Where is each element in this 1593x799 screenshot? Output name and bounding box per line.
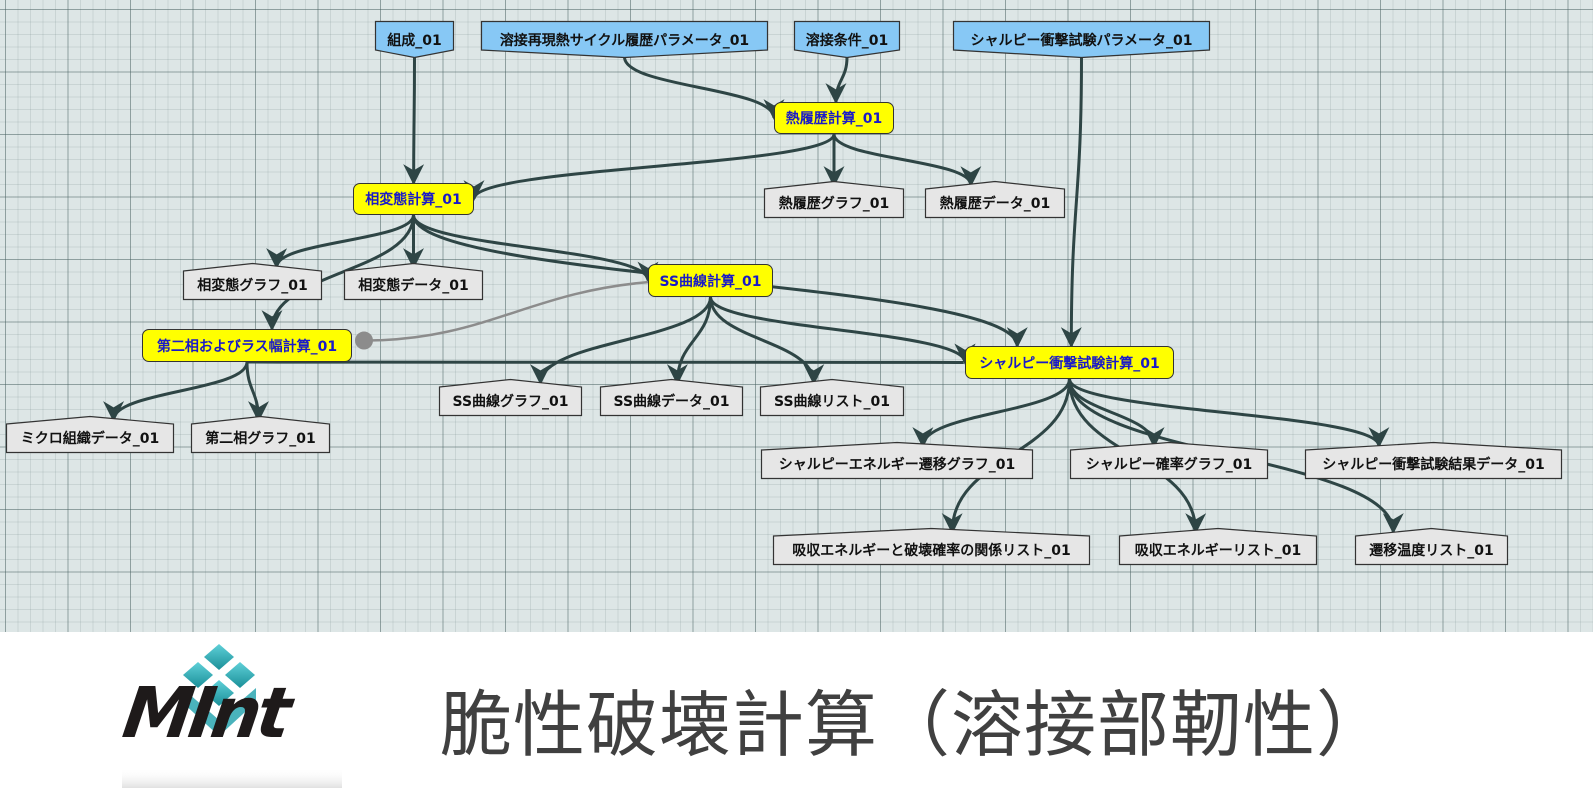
node-label: 熱履歴グラフ_01 bbox=[778, 195, 890, 212]
node-label: 相変態グラフ_01 bbox=[197, 277, 308, 294]
output-node-absorbed-energy-fracture-probability-list[interactable]: 吸収エネルギーと破壊確率の関係リスト_01 bbox=[772, 527, 1091, 566]
edge-weld_cond-to-heat_calc[interactable] bbox=[825, 56, 849, 105]
node-label: 吸収エネルギーと破壊確率の関係リスト_01 bbox=[792, 542, 1071, 559]
input-node-charpy-params[interactable]: シャルピー衝撃試験パラメータ_01 bbox=[952, 20, 1211, 59]
node-label: SS曲線データ_01 bbox=[613, 393, 730, 410]
edge-ss_calc-to-ss_list[interactable] bbox=[709, 296, 825, 386]
output-shape bbox=[1118, 527, 1318, 566]
output-shape bbox=[772, 527, 1091, 566]
output-node-charpy-energy-transition-graph[interactable]: シャルピーエネルギー遷移グラフ_01 bbox=[760, 441, 1034, 480]
process-node-charpy-impact-test-calc[interactable]: シャルピー衝撃試験計算_01 bbox=[965, 346, 1174, 379]
process-node-heat-history-calc[interactable]: 熱履歴計算_01 bbox=[774, 102, 894, 134]
output-node-phase-data[interactable]: 相変態データ_01 bbox=[343, 262, 484, 301]
edge-second_calc-to-micro_data[interactable] bbox=[103, 361, 249, 423]
output-shape bbox=[1069, 441, 1269, 480]
output-node-phase-graph[interactable]: 相変態グラフ_01 bbox=[182, 262, 323, 301]
node-label: 組成_01 bbox=[387, 32, 442, 49]
output-shape bbox=[1304, 441, 1563, 480]
node-label: 熱履歴データ_01 bbox=[939, 195, 1051, 212]
edge-phase_calc-to-ss_calc[interactable] bbox=[412, 214, 659, 283]
node-label: 遷移温度リスト_01 bbox=[1369, 542, 1494, 559]
node-label: シャルピー衝撃試験パラメータ_01 bbox=[970, 32, 1193, 49]
input-shape bbox=[480, 20, 769, 59]
edge-layer bbox=[103, 56, 1404, 535]
output-node-heat-history-graph[interactable]: 熱履歴グラフ_01 bbox=[763, 180, 905, 219]
output-shape bbox=[760, 441, 1034, 480]
edge-second_calc-to-second_graph[interactable] bbox=[245, 361, 269, 423]
node-label: 熱履歴計算_01 bbox=[785, 111, 883, 127]
input-shape bbox=[793, 20, 901, 59]
edge-charpy_calc-to-charpy_result[interactable] bbox=[1068, 378, 1390, 449]
edge-charpy_param-to-charpy_calc[interactable] bbox=[1060, 56, 1083, 349]
node-label: SS曲線グラフ_01 bbox=[452, 393, 569, 410]
node-label: ミクロ組織データ_01 bbox=[20, 430, 160, 447]
node-label: 吸収エネルギーリスト_01 bbox=[1134, 542, 1302, 559]
output-shape bbox=[759, 378, 905, 417]
output-node-ss-curve-data[interactable]: SS曲線データ_01 bbox=[599, 378, 744, 417]
workflow-canvas[interactable]: 組成_01 溶接再現熱サイクル履歴パラメータ_01 溶接条件_01 シャルピー衝… bbox=[0, 0, 1593, 632]
output-shape bbox=[5, 415, 175, 454]
node-label: 溶接再現熱サイクル履歴パラメータ_01 bbox=[499, 32, 750, 49]
output-shape bbox=[599, 378, 744, 417]
output-node-heat-history-data[interactable]: 熱履歴データ_01 bbox=[924, 180, 1066, 219]
input-shape bbox=[952, 20, 1211, 59]
node-label: 溶接条件_01 bbox=[805, 32, 889, 49]
edge-ss_calc-to-ss_data[interactable] bbox=[666, 296, 712, 386]
input-shape bbox=[374, 20, 455, 59]
output-node-charpy-probability-graph[interactable]: シャルピー確率グラフ_01 bbox=[1069, 441, 1269, 480]
edge-charpy_calc-to-charpy_energy_graph[interactable] bbox=[912, 378, 1071, 449]
page-title: 脆性破壊計算（溶接部靭性） bbox=[440, 683, 1390, 767]
edge-comp-to-phase_calc[interactable] bbox=[403, 56, 425, 186]
output-shape bbox=[438, 378, 583, 417]
node-label: 相変態データ_01 bbox=[358, 277, 469, 294]
edge-ss_calc-to-second_calc[interactable] bbox=[363, 280, 649, 342]
node-label: SS曲線計算_01 bbox=[659, 273, 762, 290]
output-shape bbox=[1354, 527, 1509, 566]
edge-weld_param-to-heat_calc[interactable] bbox=[623, 56, 785, 121]
node-label: 第二相およびラス幅計算_01 bbox=[156, 338, 338, 355]
node-label: 相変態計算_01 bbox=[365, 192, 462, 208]
output-node-microstructure-data[interactable]: ミクロ組織データ_01 bbox=[5, 415, 175, 454]
output-node-charpy-result-data[interactable]: シャルピー衝撃試験結果データ_01 bbox=[1304, 441, 1563, 480]
output-node-ss-curve-graph[interactable]: SS曲線グラフ_01 bbox=[438, 378, 583, 417]
output-node-absorbed-energy-list[interactable]: 吸収エネルギーリスト_01 bbox=[1118, 527, 1318, 566]
output-shape bbox=[190, 415, 331, 454]
disabled-connector-dot[interactable] bbox=[355, 331, 373, 350]
output-node-transition-temperature-list[interactable]: 遷移温度リスト_01 bbox=[1354, 527, 1509, 566]
output-node-ss-curve-list[interactable]: SS曲線リスト_01 bbox=[759, 378, 905, 417]
output-node-second-phase-graph[interactable]: 第二相グラフ_01 bbox=[190, 415, 331, 454]
node-label: 第二相グラフ_01 bbox=[205, 430, 316, 447]
node-label: シャルピーエネルギー遷移グラフ_01 bbox=[778, 456, 1016, 473]
input-node-composition[interactable]: 組成_01 bbox=[374, 20, 455, 59]
output-shape bbox=[763, 180, 905, 219]
edge-phase_calc-to-second_calc[interactable] bbox=[261, 214, 415, 332]
edge-heat_calc-to-heat_data[interactable] bbox=[832, 133, 982, 188]
edge-ss_calc-to-ss_graph[interactable] bbox=[530, 296, 712, 386]
input-node-weld-conditions[interactable]: 溶接条件_01 bbox=[793, 20, 901, 59]
input-node-weld-thermal-cycle-params[interactable]: 溶接再現熱サイクル履歴パラメータ_01 bbox=[480, 20, 769, 59]
node-label: シャルピー確率グラフ_01 bbox=[1085, 456, 1253, 473]
process-node-phase-transformation-calc[interactable]: 相変態計算_01 bbox=[353, 183, 474, 215]
logo-wordmark: MInt bbox=[118, 672, 293, 754]
output-shape bbox=[343, 262, 484, 301]
node-label: シャルピー衝撃試験結果データ_01 bbox=[1322, 456, 1545, 473]
edge-heat_calc-to-phase_calc[interactable] bbox=[463, 133, 836, 202]
mint-logo bbox=[122, 644, 342, 788]
process-node-ss-curve-calc[interactable]: SS曲線計算_01 bbox=[648, 264, 773, 297]
footer: MInt 脆性破壊計算（溶接部靭性） bbox=[0, 632, 1593, 799]
edge-second_calc-to-charpy_calc[interactable] bbox=[246, 346, 967, 367]
output-shape bbox=[182, 262, 323, 301]
node-label: シャルピー衝撃試験計算_01 bbox=[979, 355, 1160, 372]
output-shape bbox=[924, 180, 1066, 219]
node-label: SS曲線リスト_01 bbox=[773, 393, 891, 410]
edge-phase_calc-to-phase_graph[interactable] bbox=[266, 214, 415, 270]
process-node-second-phase-lath-width-calc[interactable]: 第二相およびラス幅計算_01 bbox=[142, 329, 352, 362]
